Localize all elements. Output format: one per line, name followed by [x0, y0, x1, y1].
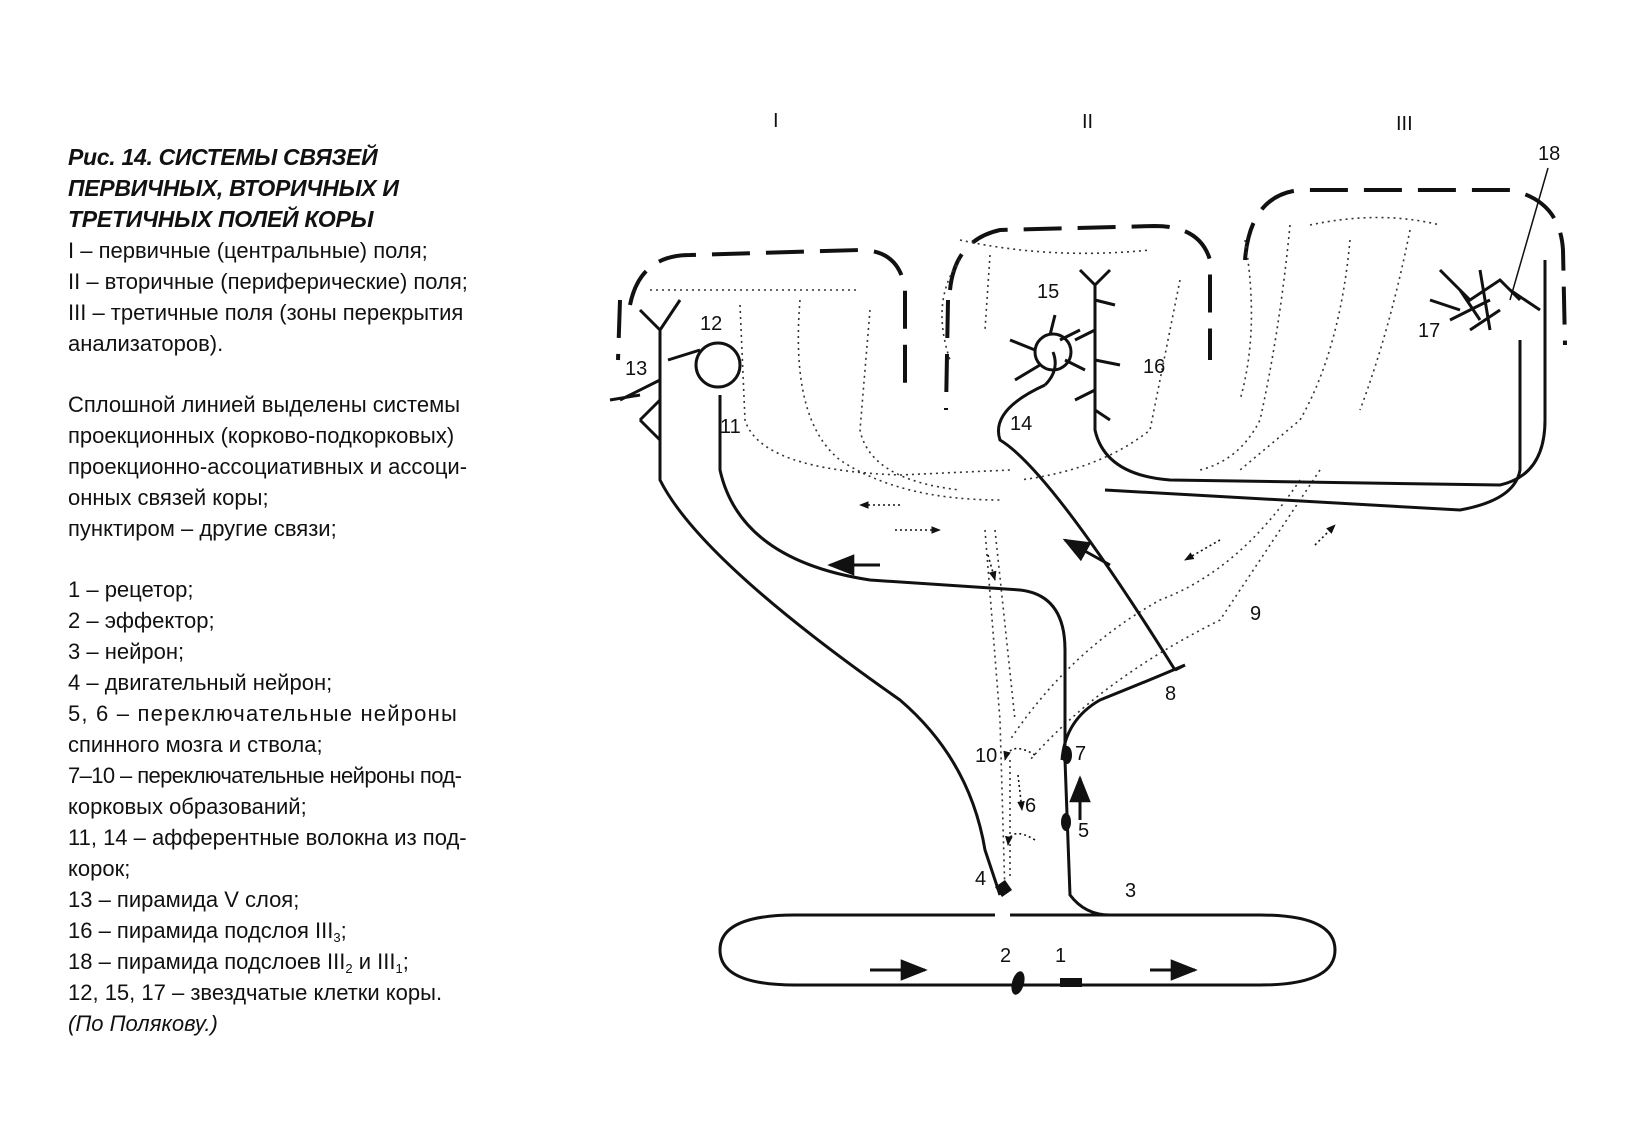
label-17: 17 — [1418, 320, 1440, 342]
label-5: 5 — [1078, 820, 1089, 842]
field-label-III: III — [1396, 113, 1413, 135]
legend-line: пунктиром – другие связи; — [68, 516, 337, 541]
legend-line: Сплошной линией выделены системы — [68, 392, 461, 417]
line-style-legend: Сплошной линией выделены системы проекци… — [68, 389, 588, 544]
key-item: 4 – двигательный нейрон; — [68, 670, 333, 695]
afferent-fiber-11 — [718, 395, 1111, 917]
field-definition: III – третичные поля (зоны перекрытия — [68, 300, 464, 325]
label-4: 4 — [975, 868, 986, 890]
key-item: 7–10 – переключательные нейроны под- — [68, 763, 462, 788]
label-7: 7 — [1075, 743, 1086, 765]
key-item: 13 – пирамида V слоя; — [68, 887, 300, 912]
label-16: 16 — [1143, 356, 1165, 378]
key-item: корковых образований; — [68, 794, 307, 819]
legend-line: онных связей коры; — [68, 485, 269, 510]
key-item-16: 16 – пирамида подслоя III3; — [68, 918, 347, 945]
motor-neuron-4 — [995, 880, 1012, 897]
numbered-key: 1 – рецетор; 2 – эффектор; 3 – нейрон; 4… — [68, 574, 588, 1039]
stellate-cell-12 — [694, 341, 742, 389]
key-item: 11, 14 – афферентные волокна из под- — [68, 825, 467, 850]
label-11: 11 — [720, 416, 741, 438]
legend-line: проекционных (корково-подкорковых) — [68, 423, 455, 448]
key-item-18: 18 – пирамида подслоев III2 и III1; — [68, 949, 409, 976]
solid-arrows — [827, 538, 1198, 981]
label-15: 15 — [1037, 281, 1059, 303]
field-label-I: I — [773, 110, 779, 132]
receptor — [1060, 978, 1082, 987]
neuron-5 — [1061, 813, 1071, 831]
label-8: 8 — [1165, 683, 1176, 705]
motor-pathway — [658, 330, 1002, 896]
solid-connections — [609, 260, 1547, 987]
figure-source: (По Полякову.) — [68, 1011, 218, 1036]
field-box-tertiary — [1243, 188, 1567, 346]
key-item: 1 – рецетор; — [68, 577, 194, 602]
key-item-stars: 12, 15, 17 – звездчатые клетки коры. — [68, 980, 443, 1005]
label-13: 13 — [625, 358, 647, 380]
key-item: 3 – нейрон; — [68, 639, 185, 664]
dotted-connections — [650, 216, 1441, 896]
label-12: 12 — [700, 313, 722, 335]
label-9: 9 — [1250, 603, 1261, 625]
dotted-arrows — [859, 501, 1336, 846]
field-box-secondary — [948, 223, 1212, 360]
number-labels: 1 2 3 4 5 6 7 8 9 10 11 12 13 14 15 16 1… — [625, 143, 1560, 967]
field-label-II: II — [1082, 111, 1093, 133]
field-definition: I – первичные (центральные) поля; — [68, 238, 428, 263]
key-item: спинного мозга и ствола; — [68, 732, 323, 757]
key-item: 2 – эффектор; — [68, 608, 215, 633]
field-labels: I II III — [773, 110, 1413, 135]
field-definitions: I – первичные (центральные) поля; II – в… — [68, 235, 588, 359]
field-box-primary — [628, 247, 907, 395]
figure-caption: Рис. 14. СИСТЕМЫ СВЯЗЕЙ ПЕРВИЧНЫХ, ВТОРИ… — [68, 142, 588, 1039]
label-18: 18 — [1538, 143, 1560, 165]
figure-title: Рис. 14. СИСТЕМЫ СВЯЗЕЙ ПЕРВИЧНЫХ, ВТОРИ… — [68, 144, 399, 232]
reflex-loop — [718, 913, 1337, 987]
label-6: 6 — [1025, 795, 1036, 817]
key-item: 5, 6 – переключательные нейроны — [68, 701, 458, 726]
association-fiber — [1093, 260, 1547, 487]
field-boxes — [616, 188, 1567, 411]
field-definition: анализаторов). — [68, 331, 224, 356]
legend-line: проекционно-ассоциативных и ассоци- — [68, 454, 468, 479]
label-10: 10 — [975, 745, 997, 767]
key-item: корок; — [68, 856, 131, 881]
pyramid-cluster-17-18 — [1429, 268, 1541, 332]
label-2: 2 — [1000, 945, 1011, 967]
label-1: 1 — [1055, 945, 1066, 967]
neuron-7 — [1062, 746, 1072, 764]
pointer-18 — [1509, 167, 1549, 301]
label-3: 3 — [1125, 880, 1136, 902]
field-definition: II – вторичные (периферические) поля; — [68, 269, 468, 294]
effector — [1011, 971, 1025, 995]
neuron-bodies — [995, 746, 1082, 995]
afferent-fiber-14 — [997, 383, 1177, 671]
label-14: 14 — [1010, 413, 1032, 435]
